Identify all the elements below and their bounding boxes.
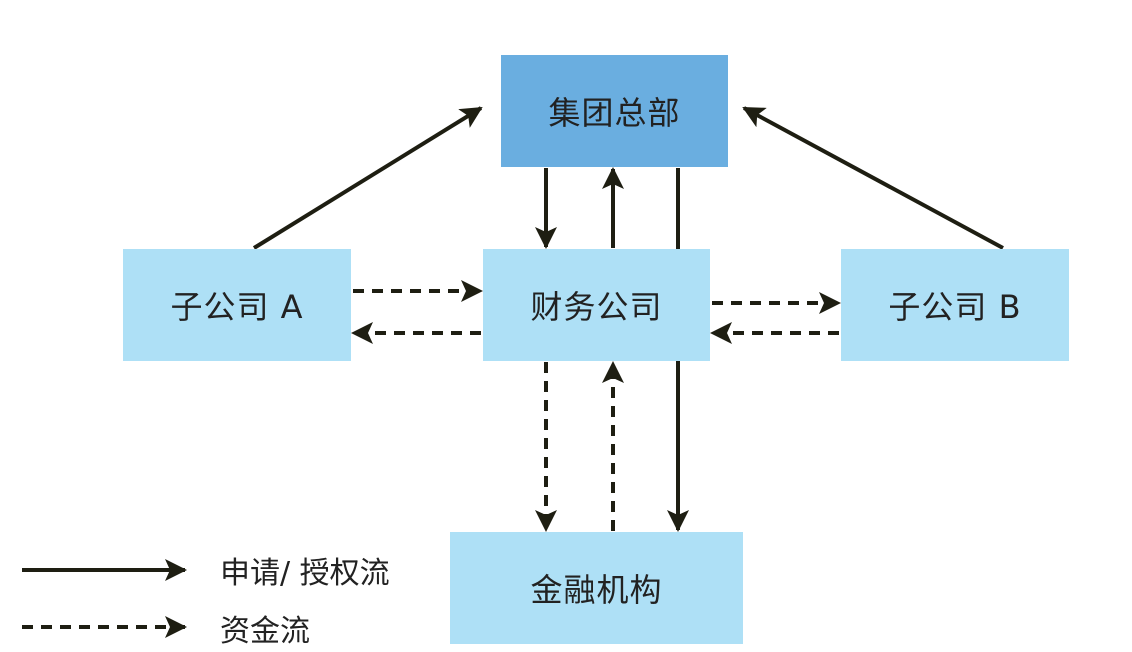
edge-sub-a-to-hq (252, 106, 483, 250)
node-finance-company-label: 财务公司 (530, 288, 663, 326)
node-subsidiary-b: 子公司 B (841, 249, 1069, 361)
node-subsidiary-a: 子公司 A (123, 249, 351, 361)
edge-sub-b-to-hq (742, 106, 1004, 250)
legend-solid-label: 申请/ 授权流 (220, 556, 390, 591)
node-finance-company: 财务公司 (483, 249, 710, 361)
node-group-headquarters-label: 集团总部 (548, 94, 681, 132)
node-group-headquarters: 集团总部 (501, 55, 728, 167)
node-financial-institution: 金融机构 (450, 532, 743, 644)
node-subsidiary-b-label: 子公司 B (888, 288, 1022, 326)
legend-dashed-label: 资金流 (220, 614, 310, 649)
node-financial-institution-label: 金融机构 (530, 571, 663, 609)
node-subsidiary-a-label: 子公司 A (170, 288, 304, 326)
